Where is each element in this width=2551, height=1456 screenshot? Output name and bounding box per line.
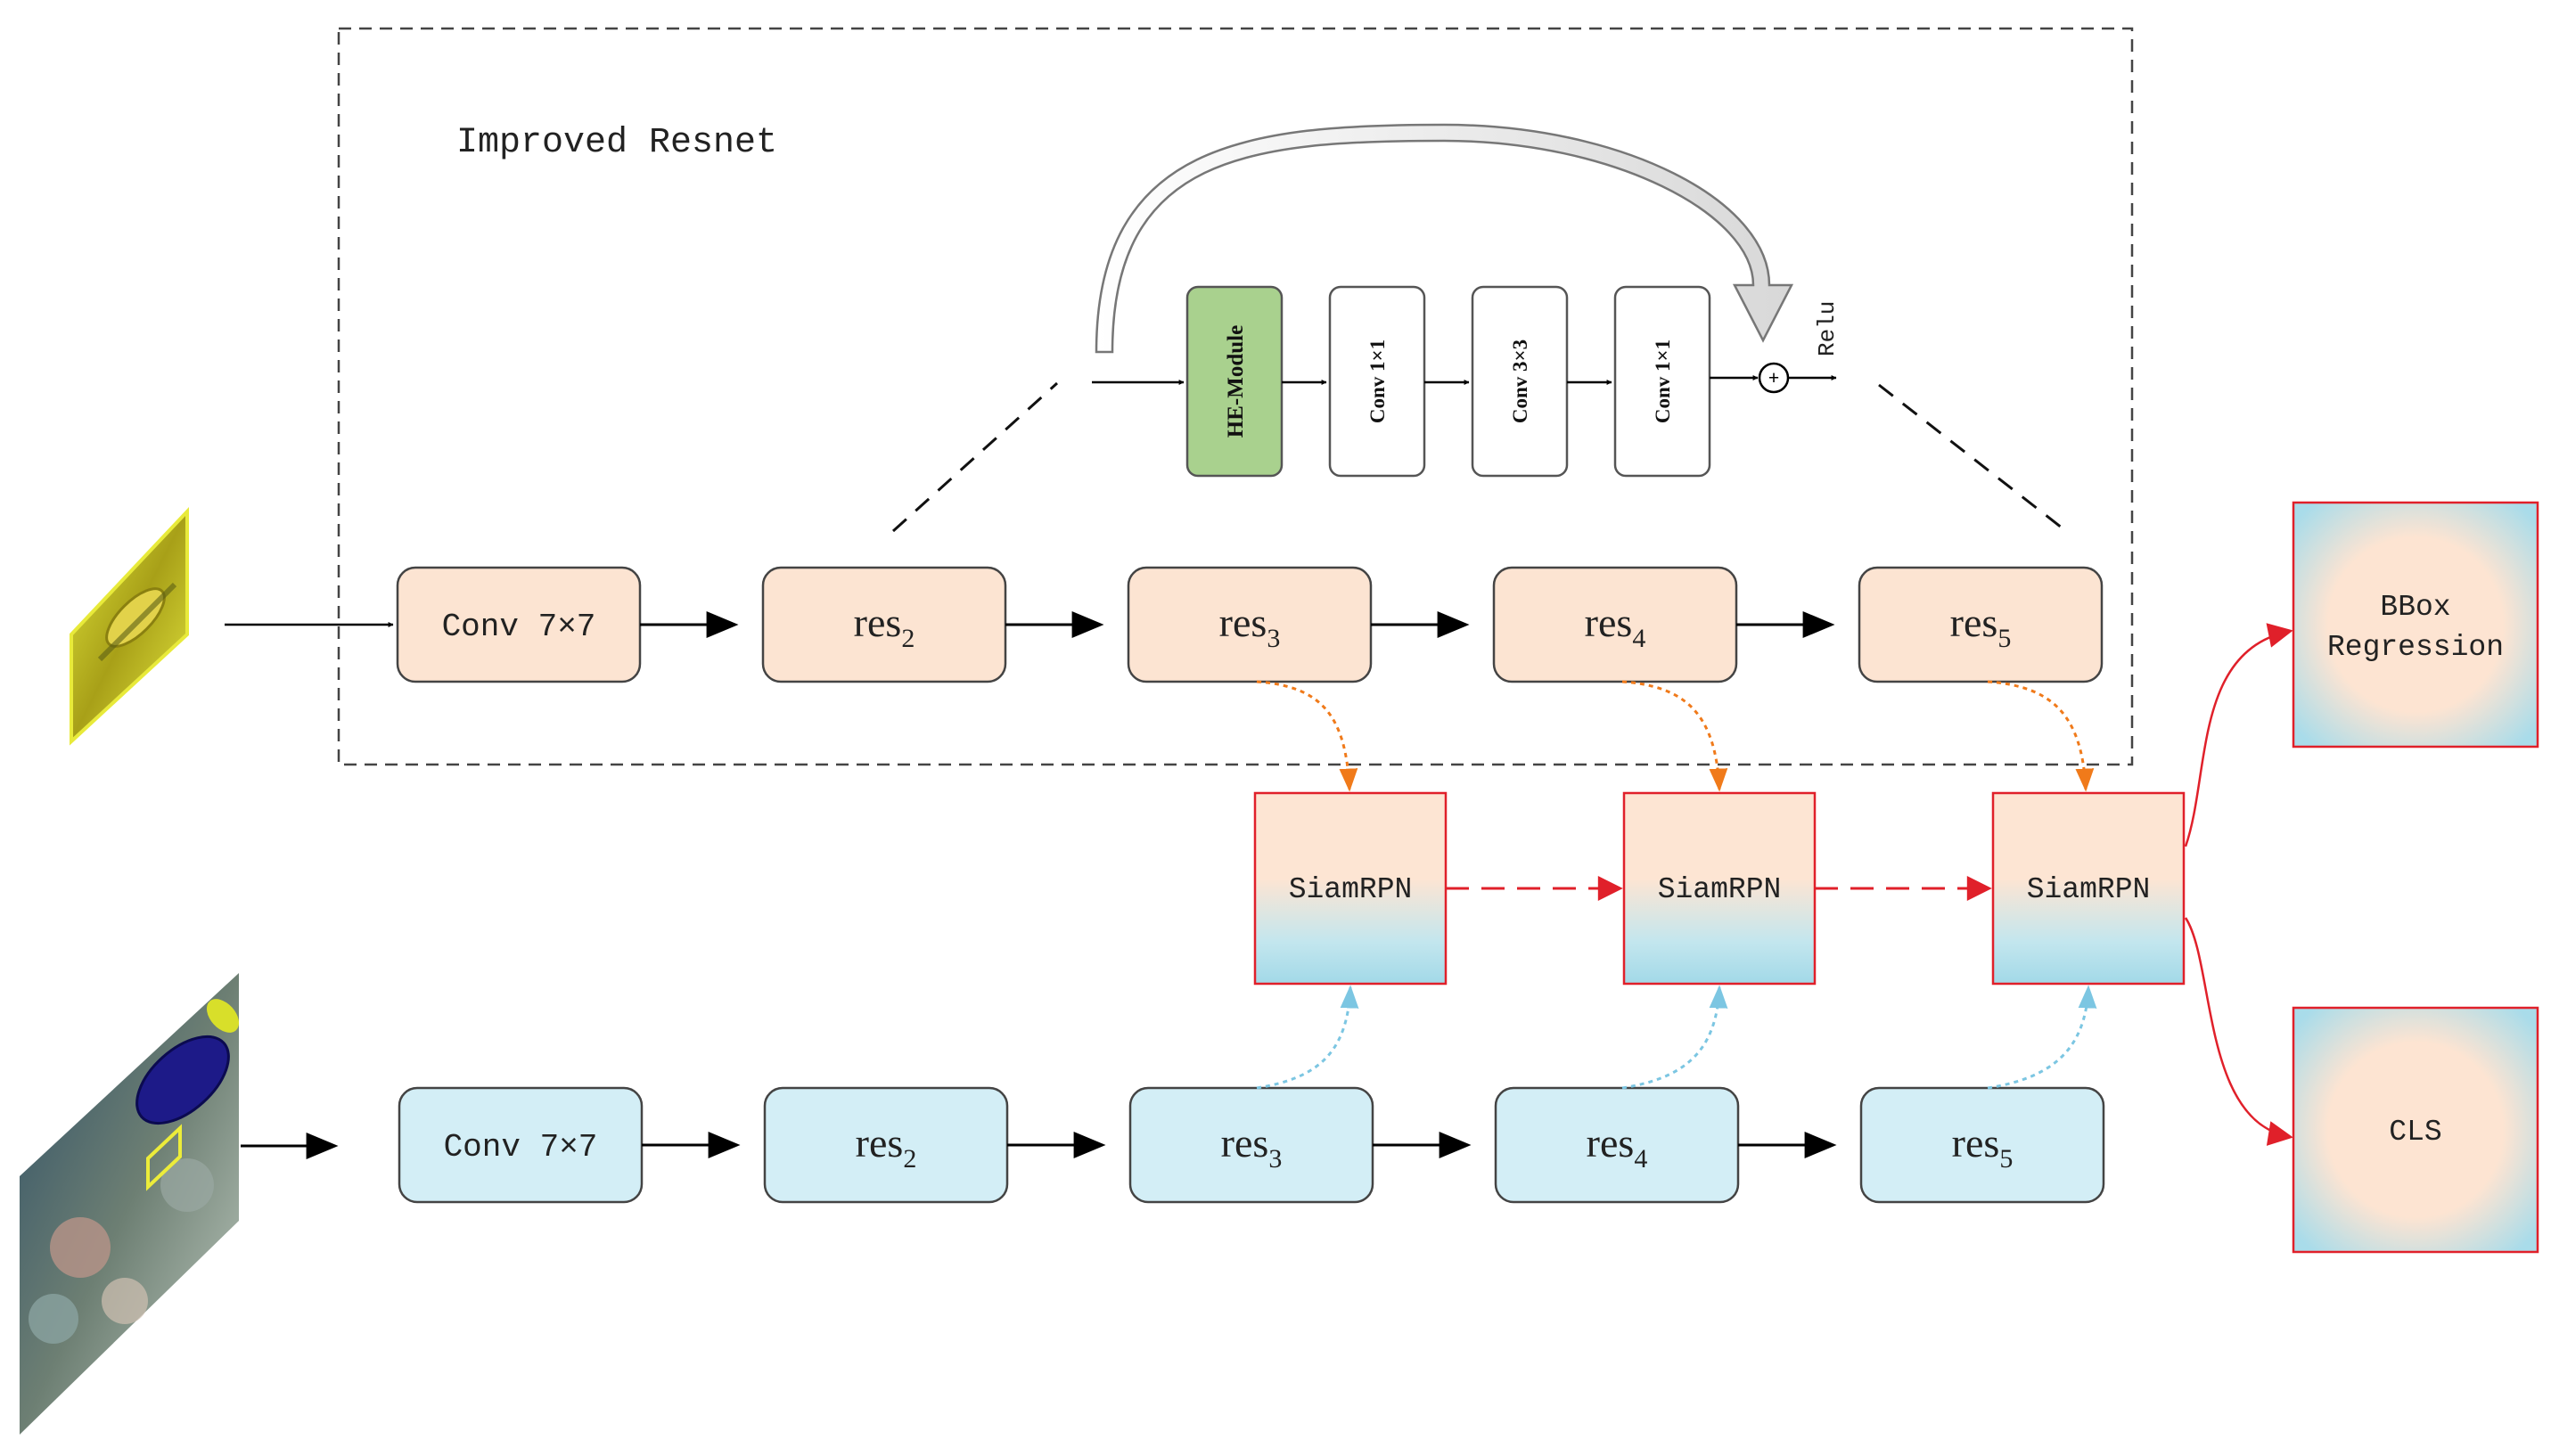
siamrpn-block-3	[1991, 791, 2186, 986]
relu-label: Relu	[1814, 301, 1841, 356]
search-to-siamrpn-1	[1256, 985, 1359, 1090]
siamrpn-row: SiamRPN SiamRPN SiamRPN	[1253, 791, 2186, 986]
zoom-line-left	[891, 381, 1059, 533]
cls-label: CLS	[2389, 1116, 2441, 1149]
search-conv7x7-label: Conv 7×7	[444, 1129, 598, 1166]
siamrpn-label-1: SiamRPN	[1289, 873, 1413, 906]
bottleneck-block: HE-Module Conv 1×1 Conv 3×3 Conv 1×1 + R…	[1092, 285, 1841, 478]
conv1x1-b-label: Conv 1×1	[1652, 339, 1674, 423]
conv3x3-label: Conv 3×3	[1509, 339, 1531, 423]
search-res5	[1859, 1086, 2105, 1204]
search-target-box	[146, 1124, 182, 1191]
search-res3-label: res3	[1221, 1120, 1283, 1174]
template-image	[70, 506, 189, 746]
improved-resnet-container	[337, 27, 2134, 766]
siamrpn-to-bbox-arrow	[2184, 623, 2293, 847]
template-res5	[1858, 566, 2104, 683]
zoom-line-right	[1878, 383, 2067, 533]
search-to-siamrpn-2	[1621, 985, 1728, 1090]
siamrpn-block-2	[1622, 791, 1817, 986]
cls-box	[2292, 1006, 2539, 1254]
conv1x1-block-b	[1613, 285, 1711, 478]
template-to-siamrpn-3	[1987, 680, 2095, 792]
sum-symbol: +	[1768, 366, 1780, 389]
he-module-label: HE-Module	[1224, 325, 1248, 438]
template-branch: Conv 7×7 res2 res3 res4 res5	[396, 566, 2104, 683]
improved-resnet-title: Improved Resnet	[456, 123, 777, 163]
siamrpn-label-3: SiamRPN	[2027, 873, 2151, 906]
bbox-regression-box	[2292, 501, 2539, 748]
search-res2-label: res2	[856, 1120, 917, 1174]
search-image	[20, 973, 240, 1435]
siamrpn-label-2: SiamRPN	[1658, 873, 1782, 906]
search-to-siamrpn-3	[1987, 985, 2097, 1090]
template-to-siamrpn-1	[1256, 680, 1358, 792]
template-to-siamrpn-2	[1621, 680, 1728, 792]
search-res4-label: res4	[1587, 1120, 1648, 1174]
siamrpn-block-1	[1253, 791, 1448, 986]
search-branch: Conv 7×7 res2 res3 res4 res5	[398, 1086, 2105, 1204]
siamrpn-to-cls-arrow	[2184, 917, 2293, 1146]
template-res2-label: res2	[854, 600, 915, 653]
template-res5-label: res5	[1950, 600, 2012, 653]
template-res4-label: res4	[1585, 600, 1646, 653]
skip-connection-arrow	[1095, 123, 1794, 354]
bbox-label-line2: Regression	[2327, 631, 2504, 664]
conv1x1-a-label: Conv 1×1	[1366, 339, 1389, 423]
search-res5-label: res5	[1952, 1120, 2014, 1174]
bbox-label-line1: BBox	[2380, 591, 2450, 624]
template-conv7x7-label: Conv 7×7	[442, 609, 596, 645]
template-res3-label: res3	[1219, 600, 1281, 653]
